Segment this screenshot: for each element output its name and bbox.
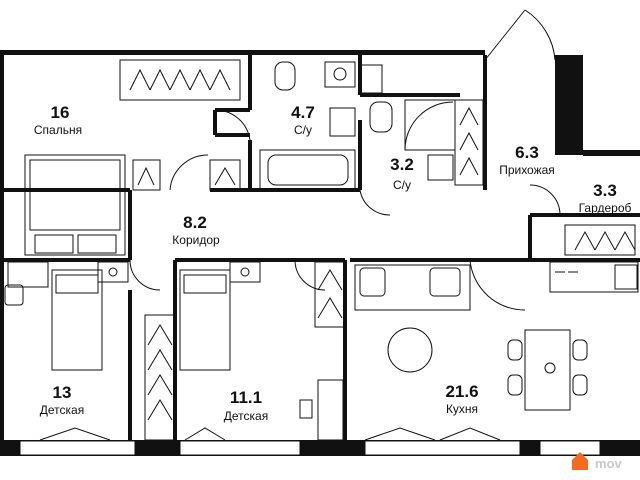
kitchen-furniture: [354, 261, 639, 411]
wardrobe-units: [119, 59, 636, 441]
window-sashes: [39, 427, 501, 441]
room-labels: 16 Спальня 4.7 С/у 3.2 С/у 6.3 Прихожая …: [34, 103, 632, 423]
room-area: 3.3: [593, 181, 617, 200]
room-name: Детская: [40, 403, 84, 417]
room-name: С/у: [294, 123, 312, 137]
interior-walls: [0, 55, 640, 440]
bedroom-furniture: [7, 154, 129, 288]
room-area: 6.3: [515, 143, 539, 162]
room-area: 11.1: [230, 388, 262, 407]
room-name: С/у: [393, 178, 411, 192]
house-icon: [572, 452, 588, 470]
room-area: 16: [51, 103, 70, 122]
room-area: 4.7: [291, 103, 315, 122]
room-name: Спальня: [34, 123, 82, 137]
room-name: Гардероб: [579, 201, 632, 215]
room-name: Прихожая: [499, 163, 555, 177]
bathroom-fixtures: [259, 61, 456, 191]
room-area: 21.6: [445, 382, 478, 401]
room-area: 8.2: [183, 213, 207, 232]
bottom-windows: [19, 440, 601, 456]
room-name: Детская: [224, 409, 268, 423]
room-area: 3.2: [390, 155, 414, 174]
room-name: Кухня: [446, 402, 478, 416]
doors: [129, 9, 561, 311]
watermark: mov: [572, 452, 623, 471]
watermark-text: mov: [595, 456, 623, 471]
room-area: 13: [53, 383, 72, 402]
kids-furniture: [4, 261, 344, 441]
room-name: Коридор: [172, 233, 220, 247]
